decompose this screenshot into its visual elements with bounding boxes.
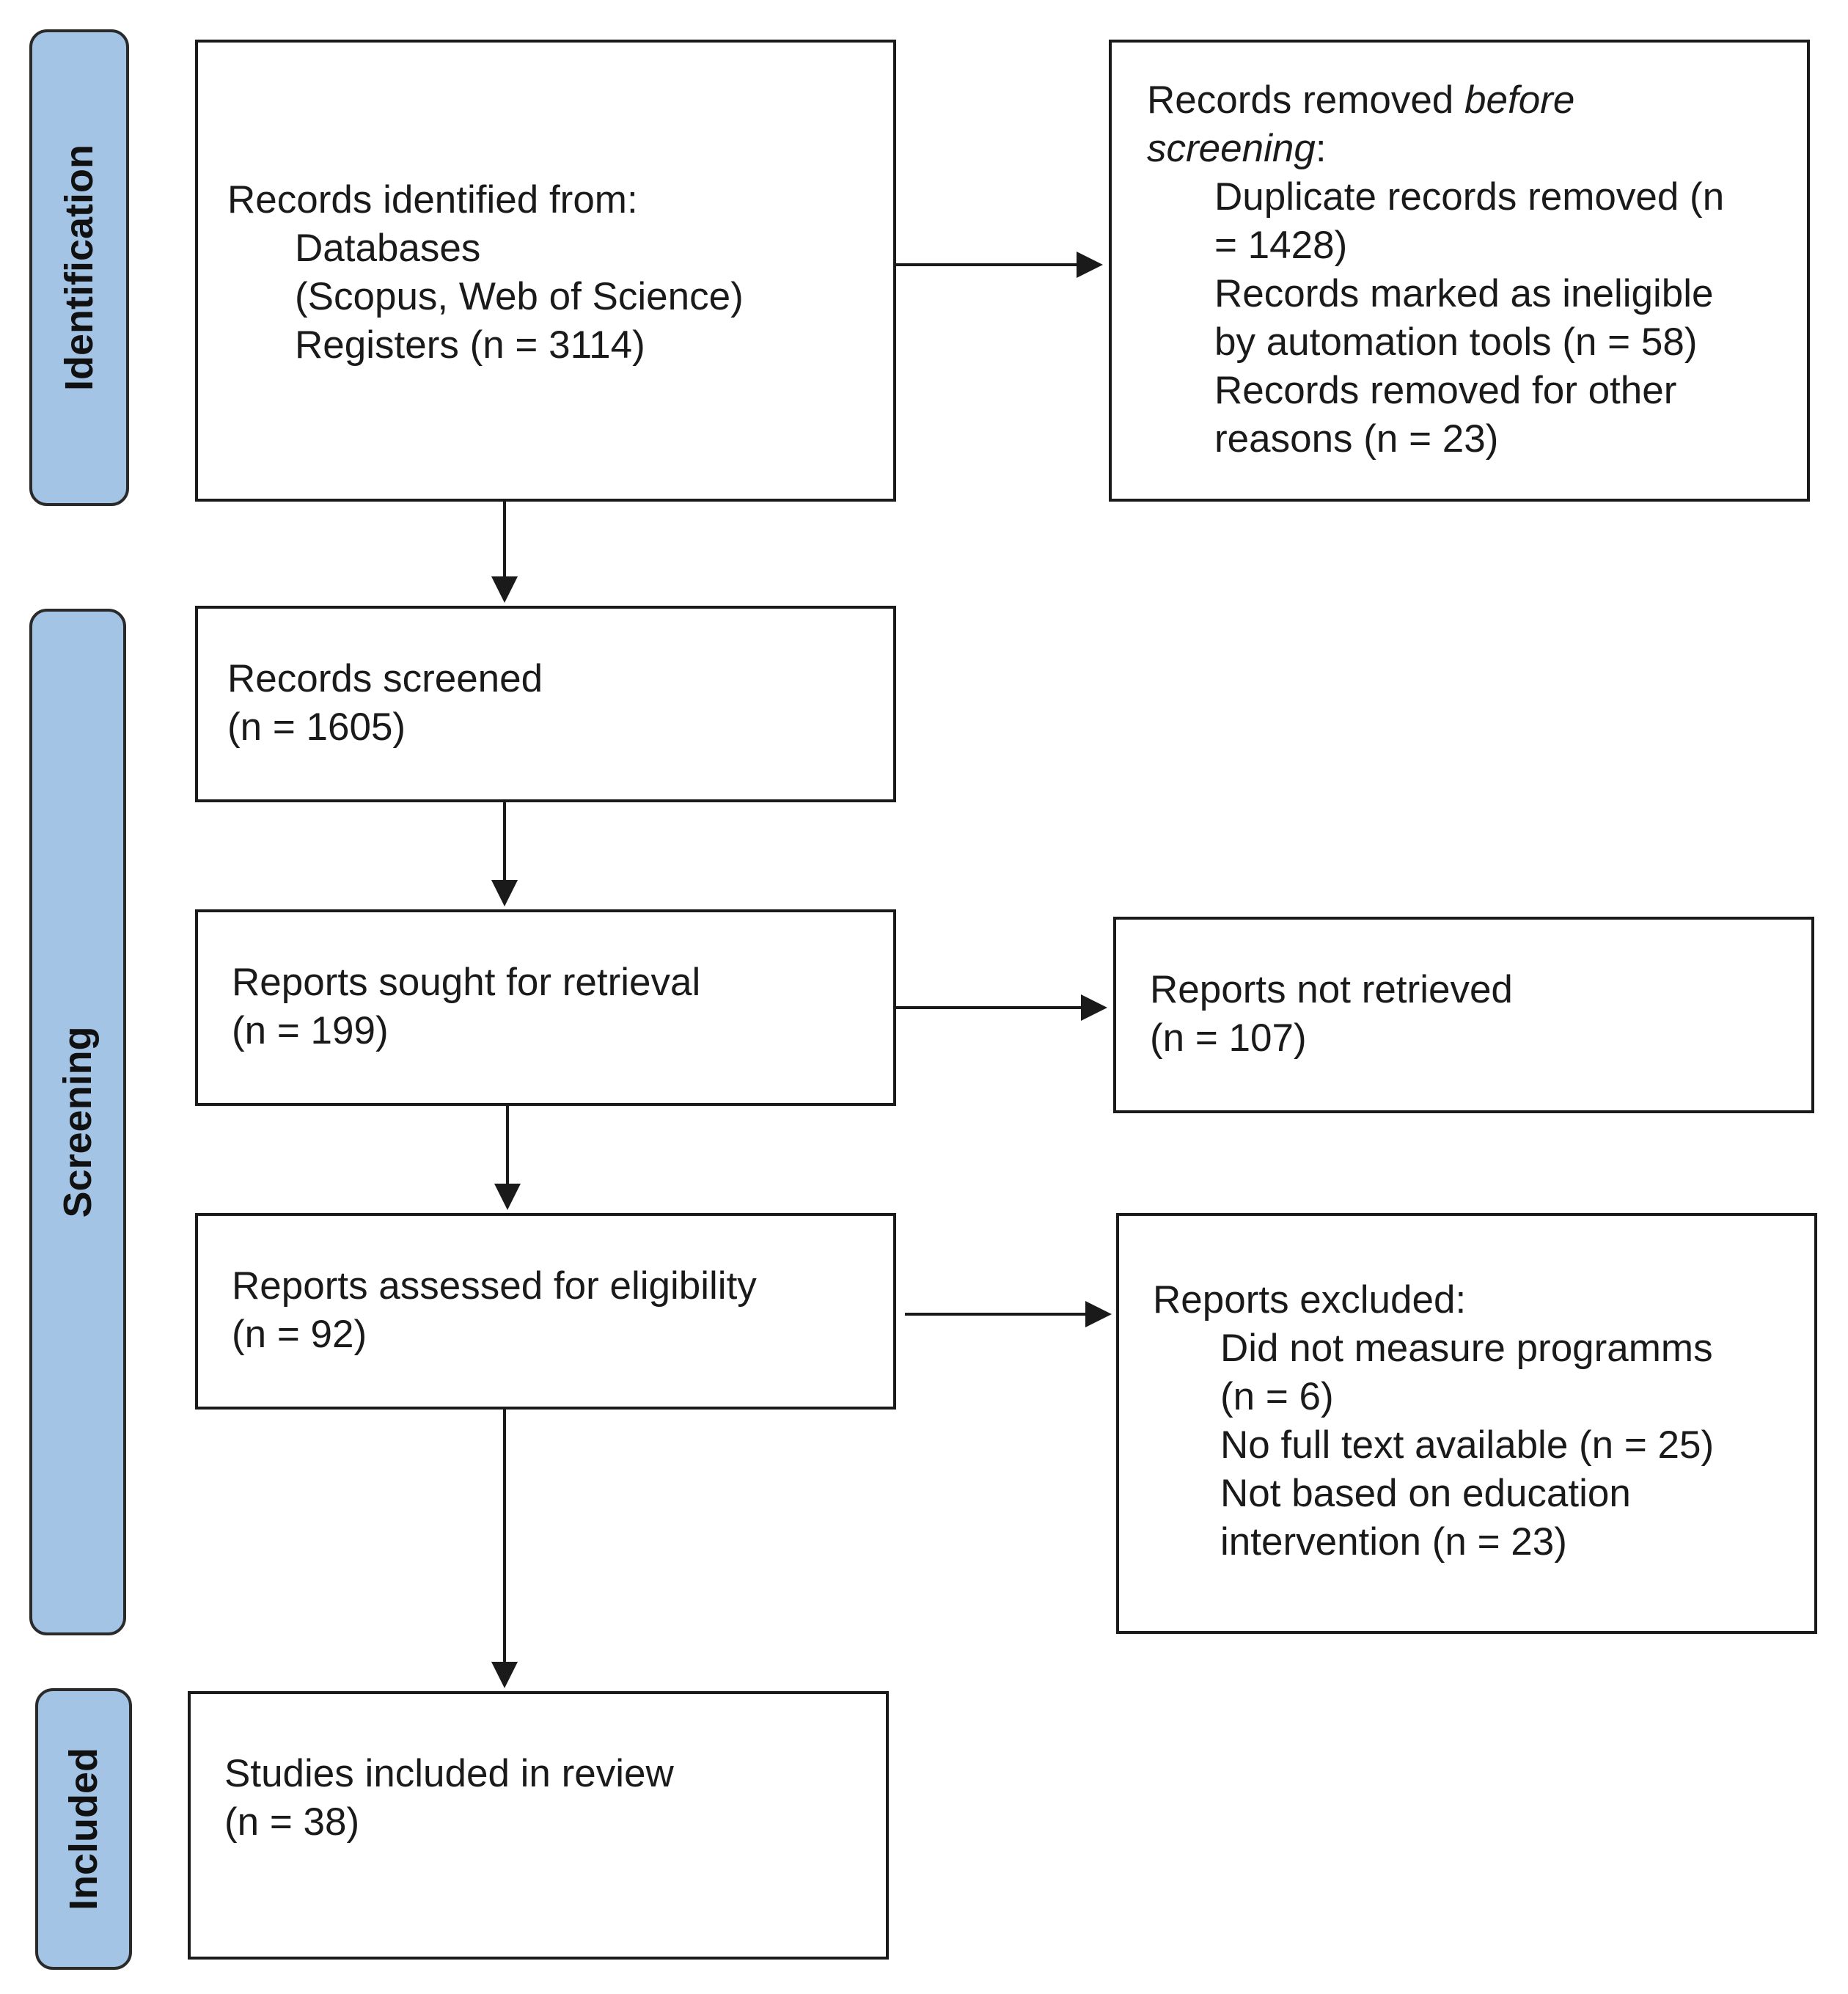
reports-sought-count: (n = 199) [232,1009,389,1052]
reports-excluded-line-1: Did not measure programms [1220,1327,1713,1370]
reports-excluded-title: Reports excluded: [1153,1278,1467,1322]
arrowhead-identified-to-removed [1077,252,1103,278]
phase-included: Included [35,1688,132,1970]
reports-assessed-title: Reports assessed for eligibility [232,1264,757,1308]
studies-included-box [188,1691,889,1960]
reports-not-retrieved-box [1113,917,1814,1113]
records-removed-title-c: screening [1147,127,1316,170]
reports-sought-box [195,909,896,1106]
phase-identification: Identification [29,29,129,506]
reports-sought-text: Reports sought for retrieval (n = 199) [232,958,700,1055]
records-removed-title-line1: Records removed before [1147,76,1724,125]
records-identified-line-sources: (Scopus, Web of Science) [295,275,744,318]
records-removed-line-2: = 1428) [1214,224,1348,267]
records-removed-line-6: reasons (n = 23) [1214,417,1499,461]
records-removed-line-4: by automation tools (n = 58) [1214,320,1698,364]
reports-not-retrieved-text: Reports not retrieved (n = 107) [1150,966,1513,1063]
records-identified-text: Records identified from: Databases (Scop… [227,176,744,370]
reports-excluded-line-5: intervention (n = 23) [1220,1520,1567,1564]
records-identified-line-databases: Databases [295,227,481,270]
records-removed-line-3: Records marked as ineligible [1214,272,1714,315]
arrowhead-assessed-to-included [491,1662,518,1688]
phase-screening: Screening [29,609,126,1635]
reports-excluded-text: Reports excluded: Did not measure progra… [1153,1276,1714,1566]
arrowhead-screened-to-sought [491,880,518,906]
records-removed-title-a: Records removed [1147,78,1465,122]
records-screened-box [195,606,896,802]
reports-assessed-count: (n = 92) [232,1313,367,1356]
reports-excluded-box [1116,1213,1817,1634]
records-identified-title: Records identified from: [227,178,638,221]
records-removed-box [1109,40,1810,502]
records-screened-text: Records screened (n = 1605) [227,655,543,752]
studies-included-count: (n = 38) [224,1800,360,1844]
reports-assessed-text: Reports assessed for eligibility (n = 92… [232,1262,757,1359]
arrowhead-sought-to-assessed [494,1184,521,1210]
reports-not-retrieved-title: Reports not retrieved [1150,968,1513,1011]
records-identified-box [195,40,896,502]
reports-assessed-box [195,1213,896,1410]
records-removed-line-1: Duplicate records removed (n [1214,175,1725,219]
reports-excluded-line-4: Not based on education [1220,1472,1631,1515]
reports-excluded-line-3: No full text available (n = 25) [1220,1423,1715,1467]
studies-included-title: Studies included in review [224,1752,674,1795]
records-removed-title-b: before [1464,78,1575,122]
reports-excluded-line-2: (n = 6) [1220,1375,1334,1418]
arrowhead-assessed-to-excluded [1085,1301,1112,1327]
records-screened-count: (n = 1605) [227,705,406,749]
records-removed-line-5: Records removed for other [1214,369,1677,412]
records-removed-text: Records removed before screening: Duplic… [1147,76,1724,463]
reports-sought-title: Reports sought for retrieval [232,961,701,1004]
records-identified-line-registers: Registers (n = 3114) [295,323,645,367]
records-removed-title-line2: screening: [1147,125,1724,173]
records-screened-title: Records screened [227,657,543,700]
reports-not-retrieved-count: (n = 107) [1150,1016,1307,1060]
arrowhead-sought-to-not-retrieved [1081,994,1107,1021]
records-removed-title-d: : [1315,127,1327,170]
arrowhead-identified-to-screened [491,576,518,603]
studies-included-text: Studies included in review (n = 38) [224,1750,674,1847]
